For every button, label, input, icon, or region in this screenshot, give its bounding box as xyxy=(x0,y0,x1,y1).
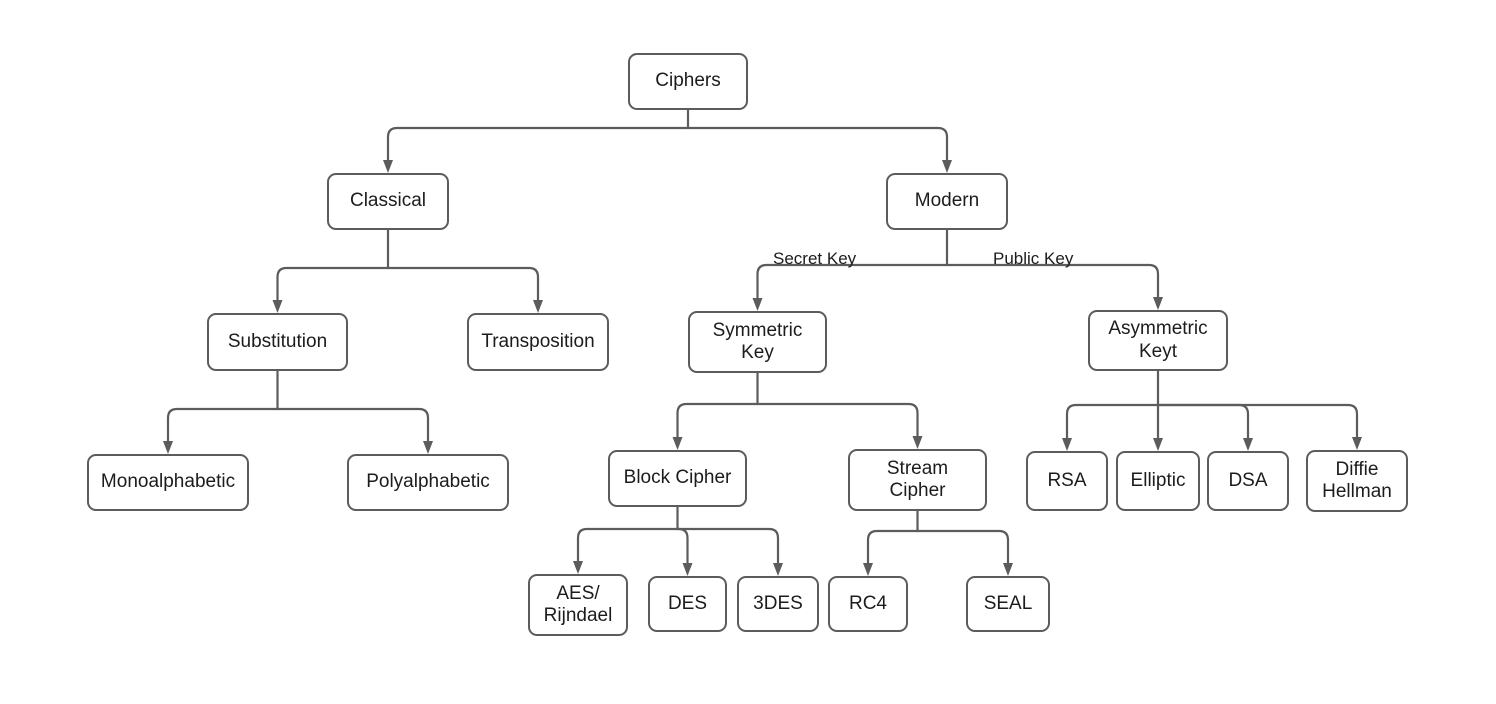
node-modern[interactable]: Modern xyxy=(886,173,1008,230)
arrowhead-diffie-hellman xyxy=(1352,437,1362,450)
arrowhead-seal xyxy=(1003,563,1013,576)
arrowhead-rsa xyxy=(1062,438,1072,451)
arrowhead-modern xyxy=(942,160,952,173)
node-3des[interactable]: 3DES xyxy=(737,576,819,632)
edge-stream-cipher-to-rc4 xyxy=(866,529,919,565)
node-block-cipher[interactable]: Block Cipher xyxy=(608,450,747,507)
edge-block-cipher-to-aes-rijndael xyxy=(576,527,679,563)
arrowhead-asymmetric-key xyxy=(1153,297,1163,310)
edge-ciphers-to-modern xyxy=(686,126,949,162)
node-elliptic[interactable]: Elliptic xyxy=(1116,451,1200,511)
node-ciphers[interactable]: Ciphers xyxy=(628,53,748,110)
arrowhead-rc4 xyxy=(863,563,873,576)
edge-stream-cipher-to-seal xyxy=(916,529,1010,565)
edge-label-secret-key-label: Secret Key xyxy=(773,249,857,268)
arrowhead-dsa xyxy=(1243,438,1253,451)
edge-block-cipher-to-3des xyxy=(676,527,780,565)
node-aes-rijndael[interactable]: AES/ Rijndael xyxy=(528,574,628,636)
edge-modern-to-asymmetric-key xyxy=(945,263,1160,299)
arrowhead-polyalphabetic xyxy=(423,441,433,454)
edge-modern-to-symmetric-key xyxy=(756,263,949,300)
arrowhead-substitution xyxy=(272,300,283,313)
edge-label-public-key-label: Public Key xyxy=(993,249,1074,268)
arrowhead-elliptic xyxy=(1153,438,1163,451)
edge-classical-to-transposition xyxy=(386,266,540,302)
node-stream-cipher[interactable]: Stream Cipher xyxy=(848,449,987,511)
node-asymmetric-key[interactable]: Asymmetric Keyt xyxy=(1088,310,1228,371)
arrowhead-stream-cipher xyxy=(912,436,923,449)
node-diffie-hellman[interactable]: Diffie Hellman xyxy=(1306,450,1408,512)
edge-symmetric-key-to-stream-cipher xyxy=(756,402,919,438)
edge-asymmetric-key-to-dsa xyxy=(1156,403,1250,440)
edge-substitution-to-polyalphabetic xyxy=(276,407,430,443)
edge-asymmetric-key-to-diffie-hellman xyxy=(1156,403,1359,439)
edge-block-cipher-to-des xyxy=(676,527,689,565)
arrowhead-monoalphabetic xyxy=(163,441,173,454)
arrowhead-symmetric-key xyxy=(752,298,763,311)
node-dsa[interactable]: DSA xyxy=(1207,451,1289,511)
node-rc4[interactable]: RC4 xyxy=(828,576,908,632)
arrowhead-classical xyxy=(383,160,393,173)
node-rsa[interactable]: RSA xyxy=(1026,451,1108,511)
node-transposition[interactable]: Transposition xyxy=(467,313,609,371)
node-polyalphabetic[interactable]: Polyalphabetic xyxy=(347,454,509,511)
node-classical[interactable]: Classical xyxy=(327,173,449,230)
node-seal[interactable]: SEAL xyxy=(966,576,1050,632)
edge-asymmetric-key-to-rsa xyxy=(1065,403,1160,440)
arrowhead-block-cipher xyxy=(672,437,683,450)
edge-substitution-to-monoalphabetic xyxy=(166,407,279,443)
node-symmetric-key[interactable]: Symmetric Key xyxy=(688,311,827,373)
node-substitution[interactable]: Substitution xyxy=(207,313,348,371)
arrowhead-3des xyxy=(773,563,783,576)
arrowhead-transposition xyxy=(533,300,543,313)
arrowhead-des xyxy=(682,563,693,576)
edge-symmetric-key-to-block-cipher xyxy=(676,402,759,439)
edge-ciphers-to-classical xyxy=(386,126,690,162)
edge-classical-to-substitution xyxy=(276,266,390,302)
node-monoalphabetic[interactable]: Monoalphabetic xyxy=(87,454,249,511)
node-des[interactable]: DES xyxy=(648,576,727,632)
arrowhead-aes-rijndael xyxy=(573,561,583,574)
